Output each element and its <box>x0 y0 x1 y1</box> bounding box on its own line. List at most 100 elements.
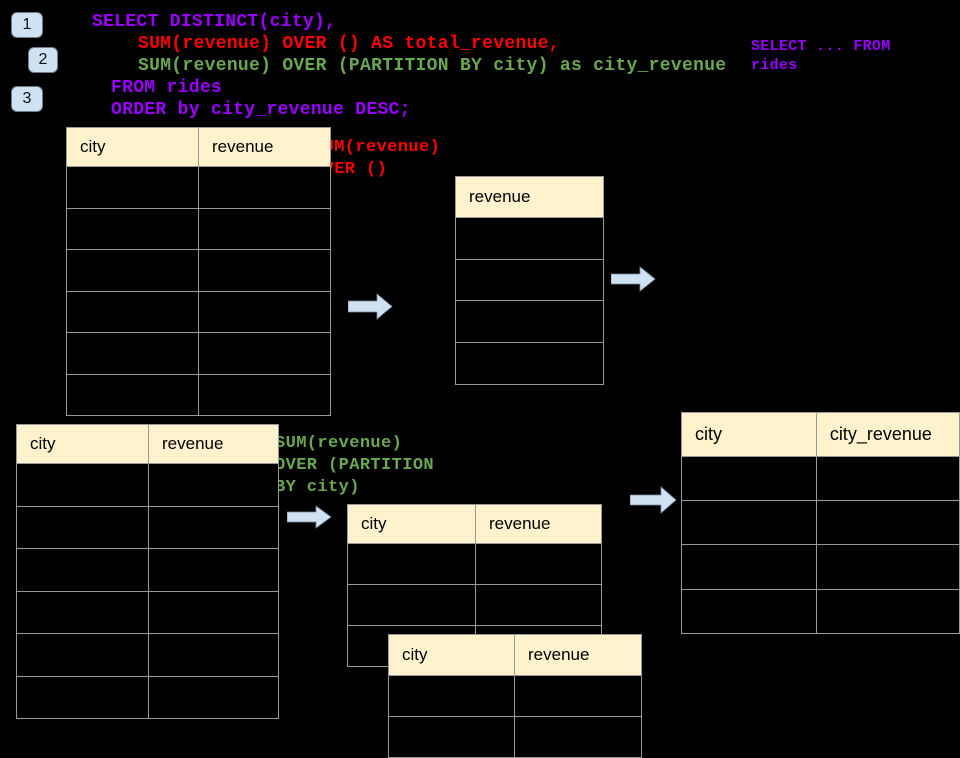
column-header-revenue: revenue <box>475 504 602 544</box>
flow-arrow-total-1 <box>348 293 393 320</box>
table-row <box>66 249 331 292</box>
table-cell-empty <box>681 500 817 546</box>
table-row <box>388 675 642 717</box>
table-row <box>455 258 604 302</box>
table-cell-empty <box>815 500 960 546</box>
table-row <box>16 463 279 507</box>
total-revenue-note-line-1: SUM(revenue) <box>313 138 441 157</box>
table-cell-empty <box>16 675 149 719</box>
table-cell-empty <box>148 590 279 634</box>
table-row <box>681 500 960 546</box>
step-badge-3: 3 <box>11 86 43 112</box>
table-cell-empty <box>815 455 960 502</box>
column-header-revenue: revenue <box>455 176 604 218</box>
table-cell-empty <box>148 548 279 592</box>
sql-line-from: FROM rides <box>111 78 223 98</box>
table-total-revenue-result: revenue <box>455 176 604 385</box>
right-arrow-icon <box>630 486 677 514</box>
right-arrow-icon <box>348 293 393 320</box>
table-row <box>347 543 602 585</box>
table-cell-empty <box>388 675 515 717</box>
table-row <box>66 290 331 333</box>
table-row <box>16 633 279 677</box>
table-row <box>66 207 331 250</box>
table-cell-empty <box>66 207 199 250</box>
table-cell-empty <box>198 249 331 292</box>
table-cell-empty <box>388 716 515 758</box>
table-row <box>388 716 642 758</box>
flow-arrow-partition-result <box>630 486 677 514</box>
table-cell-empty <box>815 544 960 590</box>
partition-note-line-1: SUM(revenue) <box>275 434 403 453</box>
table-cell-empty <box>148 463 279 507</box>
table-cell-empty <box>198 166 331 209</box>
table-cell-empty <box>681 544 817 590</box>
table-cell-empty <box>681 455 817 502</box>
table-cell-empty <box>681 588 817 634</box>
table-cell-empty <box>16 463 149 507</box>
table-cell-empty <box>198 373 331 416</box>
table-cell-empty <box>455 217 604 260</box>
table-row <box>16 675 279 719</box>
column-header-revenue: revenue <box>514 634 642 676</box>
table-cell-empty <box>475 584 602 626</box>
right-arrow-icon <box>287 505 332 529</box>
query-shorthand-line-2: rides <box>751 57 798 74</box>
table-cell-empty <box>16 505 149 549</box>
table-row <box>455 342 604 385</box>
table-cell-empty <box>455 342 604 385</box>
table-cell-empty <box>815 588 960 634</box>
table-cell-empty <box>66 166 199 209</box>
table-cell-empty <box>198 290 331 333</box>
table-cell-empty <box>16 590 149 634</box>
column-header-city: city <box>681 412 817 457</box>
sql-line-select: SELECT DISTINCT(city), <box>92 12 337 32</box>
step-badge-1: 1 <box>11 12 43 38</box>
table-cell-empty <box>475 543 602 585</box>
table-cell-empty <box>66 290 199 333</box>
table-cell-empty <box>66 373 199 416</box>
table-cell-empty <box>514 716 642 758</box>
table-cell-empty <box>514 675 642 717</box>
table-row <box>66 332 331 375</box>
table-row <box>66 373 331 416</box>
table-cell-empty <box>198 207 331 250</box>
column-header-revenue: revenue <box>148 424 279 464</box>
right-arrow-icon <box>611 266 656 292</box>
table-row <box>347 584 602 626</box>
table-cell-empty <box>16 548 149 592</box>
column-header-revenue: revenue <box>198 127 331 167</box>
column-header-city: city <box>347 504 476 544</box>
column-header-city_revenue: city_revenue <box>815 412 960 457</box>
query-shorthand-line-1: SELECT ... FROM <box>751 38 891 55</box>
table-row <box>681 588 960 634</box>
step-badge-2: 2 <box>28 47 58 73</box>
sql-line-order-by: ORDER by city_revenue DESC; <box>111 100 411 120</box>
table-cell-empty <box>66 249 199 292</box>
table-row <box>16 505 279 549</box>
table-cell-empty <box>347 543 476 585</box>
table-cell-empty <box>148 633 279 677</box>
flow-arrow-total-2 <box>611 266 656 292</box>
table-cell-empty <box>66 332 199 375</box>
table-row <box>455 300 604 344</box>
table-total-revenue-result-grid: revenue <box>455 176 604 385</box>
table-cell-empty <box>455 258 604 302</box>
column-header-city: city <box>388 634 515 676</box>
column-header-city: city <box>16 424 149 464</box>
partition-note-line-2: OVER (PARTITION <box>275 456 435 475</box>
table-row <box>681 455 960 502</box>
flow-arrow-partition-1 <box>287 505 332 529</box>
column-header-city: city <box>66 127 199 167</box>
table-cell-empty <box>455 300 604 344</box>
sql-line-city-revenue: SUM(revenue) OVER (PARTITION BY city) as… <box>138 56 727 76</box>
table-cell-empty <box>16 633 149 677</box>
table-row <box>66 166 331 209</box>
